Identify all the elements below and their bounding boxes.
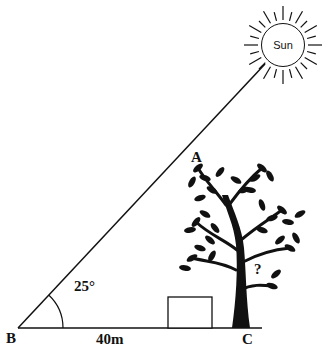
unknown-label: ?: [254, 262, 262, 277]
sun-ray: [264, 11, 271, 23]
sun-ray: [296, 67, 303, 79]
leaf: [193, 193, 206, 202]
leaf: [179, 264, 192, 272]
leaf: [255, 225, 268, 234]
leaf: [265, 169, 276, 182]
leaf: [270, 268, 283, 280]
tree-branches: [192, 168, 290, 290]
angle-arc: [49, 295, 63, 328]
leaf: [291, 231, 302, 244]
angle-label: 25°: [74, 279, 95, 294]
sun-ray: [259, 21, 265, 27]
point-label: C: [242, 332, 253, 347]
leaf: [204, 234, 217, 246]
sun-ray: [249, 26, 261, 33]
leaf: [257, 198, 266, 211]
leaf: [187, 175, 198, 188]
sun-ray: [249, 58, 261, 65]
leaf: [184, 226, 197, 234]
sun-ray: [301, 63, 307, 69]
sun-ray: [274, 69, 276, 78]
sun-ray: [290, 12, 292, 21]
point-label: A: [191, 150, 202, 165]
node-text: Sun: [273, 39, 293, 51]
leaf: [265, 281, 278, 290]
sun-ray: [264, 67, 271, 79]
sun-ray-line: [18, 64, 265, 328]
sun-ray: [282, 70, 283, 84]
sun-circle: Sun: [261, 23, 305, 67]
leaf: [237, 185, 250, 194]
leaf: [193, 243, 206, 252]
point-label: B: [6, 331, 16, 346]
leaf: [283, 243, 296, 254]
leaf: [276, 204, 289, 216]
leaf: [282, 218, 295, 226]
leaf: [198, 173, 211, 182]
sun-ray: [307, 52, 316, 54]
sun-rays: [244, 6, 322, 84]
sun-ray: [296, 11, 303, 23]
leaf: [207, 249, 218, 262]
tree-leaves: [179, 162, 307, 291]
leaf: [190, 216, 202, 229]
sun-ray: [250, 36, 259, 38]
leaf: [209, 222, 221, 235]
sun-ray: [305, 26, 317, 33]
leaf: [185, 253, 198, 264]
sun-ray: [290, 69, 292, 78]
sun-ray: [244, 44, 258, 45]
leaf: [265, 213, 278, 222]
leaf: [229, 175, 242, 186]
box: [168, 297, 212, 328]
ground-line: [18, 327, 262, 329]
sun-ray: [301, 21, 307, 27]
sun-ray: [308, 44, 322, 45]
leaf: [248, 173, 261, 184]
leaf: [205, 185, 218, 196]
sun-ray: [282, 6, 283, 20]
leaf: [293, 209, 306, 220]
sun-ray: [274, 12, 276, 21]
leaf: [198, 209, 211, 220]
sun-ray: [307, 36, 316, 38]
leaf: [274, 234, 287, 246]
dimension-label: 40m: [96, 332, 124, 347]
sun-ray: [250, 52, 259, 54]
sun-ray: [305, 58, 317, 65]
leaf: [214, 166, 226, 179]
